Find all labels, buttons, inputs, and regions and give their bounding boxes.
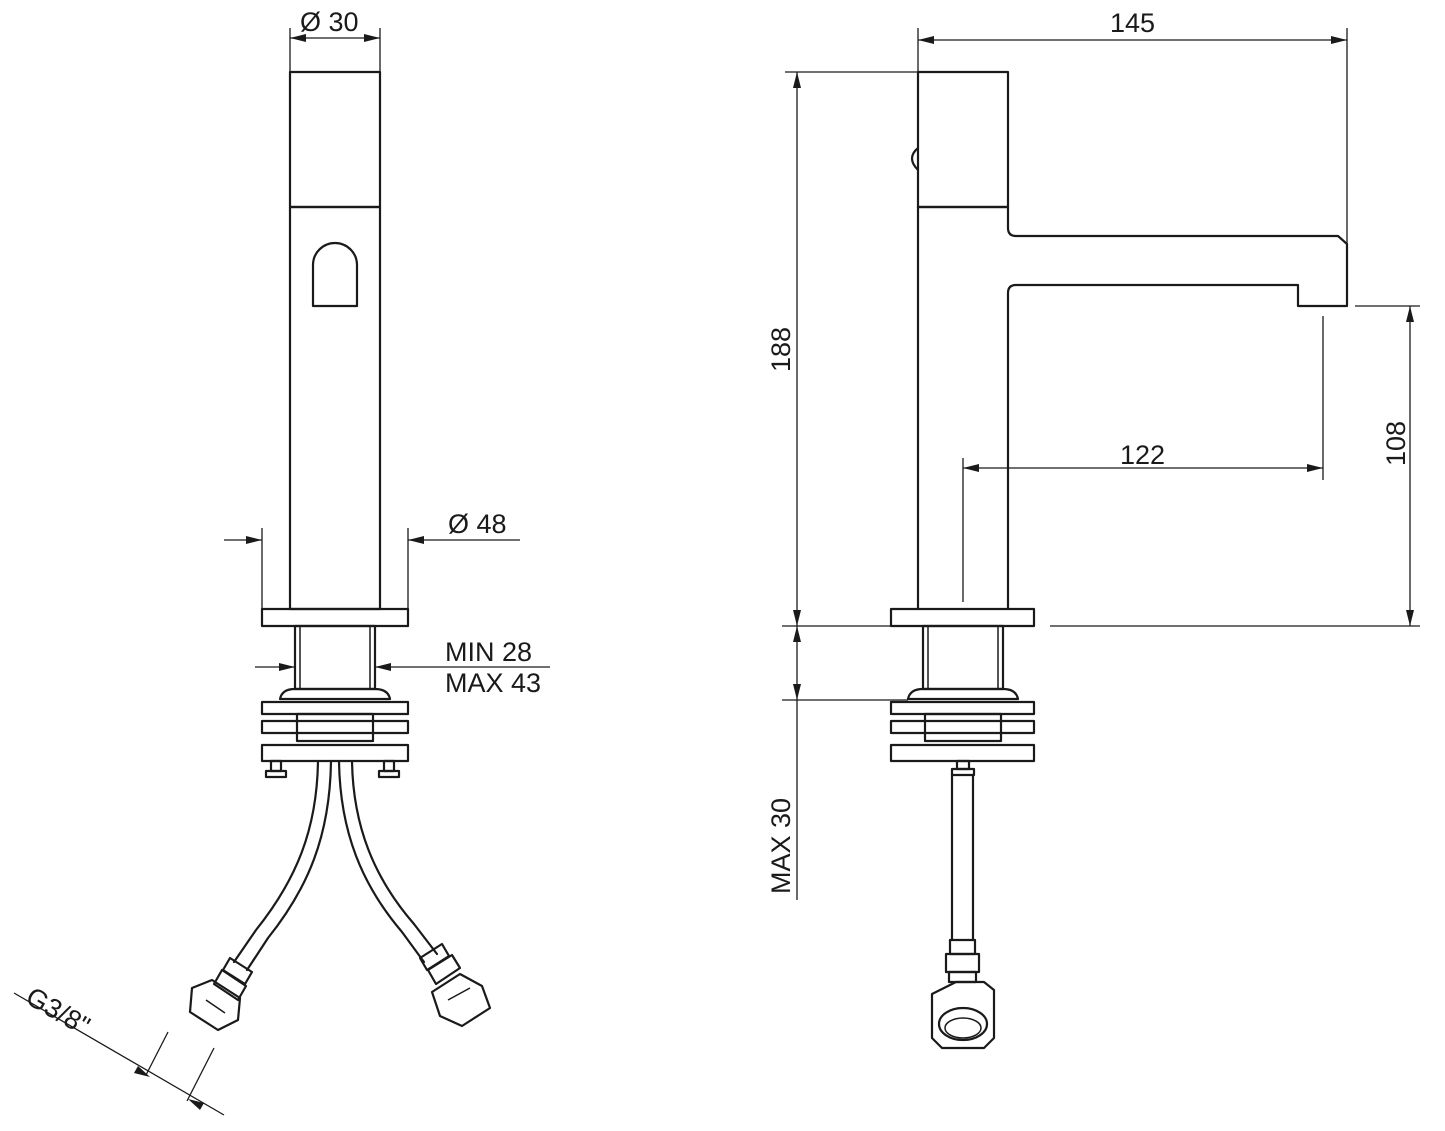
dim-label-side-total-height: 188 xyxy=(766,327,796,372)
front-mount-stem xyxy=(293,624,377,691)
dim-side-spout-height: 108 xyxy=(1050,305,1420,627)
dim-front-top-diameter: Ø 30 xyxy=(289,7,381,72)
front-tap-body xyxy=(288,205,382,611)
side-knurled-handle xyxy=(916,70,1010,209)
dim-label-side-spout-length: 145 xyxy=(1110,8,1155,38)
front-washer-2 xyxy=(260,719,410,735)
front-stud-right xyxy=(377,759,401,779)
front-nut-sleeve xyxy=(295,712,375,743)
dim-label-front-top-diameter: Ø 30 xyxy=(300,7,359,37)
front-stud-left xyxy=(264,759,288,779)
dim-label-thread: G3/8" xyxy=(21,981,95,1041)
side-body-spout xyxy=(916,205,1349,611)
dim-label-mount-max: MAX 43 xyxy=(445,668,541,698)
front-base-plate xyxy=(260,607,410,628)
side-fixing-plate xyxy=(889,743,1036,763)
front-hose-right xyxy=(337,759,492,1028)
dim-thread-size: G3/8" xyxy=(13,981,225,1116)
side-washer-1 xyxy=(889,700,1036,716)
front-view: Ø 30 Ø 48 MIN 28 MAX 43 xyxy=(13,7,550,1116)
side-base-plate xyxy=(889,607,1036,628)
front-knurled-handle xyxy=(288,70,382,209)
dim-label-front-base-diameter: Ø 48 xyxy=(448,509,507,539)
dim-label-side-max-deck: MAX 30 xyxy=(766,798,796,894)
front-arch-window xyxy=(311,241,359,308)
front-flange xyxy=(278,687,392,701)
front-fixing-plate xyxy=(260,743,410,763)
dim-label-side-spout-height: 108 xyxy=(1381,421,1411,466)
dim-side-total-height: 188 xyxy=(766,71,918,627)
side-mount-stem xyxy=(921,624,1005,691)
front-washer-1 xyxy=(260,700,410,716)
dim-side-spout-length: 145 xyxy=(917,8,1348,244)
dim-front-mount-range: MIN 28 MAX 43 xyxy=(255,637,550,698)
front-hose-left xyxy=(188,759,333,1032)
side-view: 145 188 122 108 xyxy=(766,8,1420,1050)
side-lever-nub xyxy=(910,146,920,172)
side-flange xyxy=(906,687,1020,701)
dim-side-max-deck: MAX 30 xyxy=(766,626,908,900)
side-nut-sleeve xyxy=(923,712,1003,743)
dim-label-mount-min: MIN 28 xyxy=(445,637,532,667)
dim-side-reach: 122 xyxy=(962,316,1324,602)
side-hose xyxy=(930,773,996,1050)
dim-front-base-diameter: Ø 48 xyxy=(224,509,520,609)
dim-label-side-reach: 122 xyxy=(1120,440,1165,470)
side-washer-2 xyxy=(889,719,1036,735)
